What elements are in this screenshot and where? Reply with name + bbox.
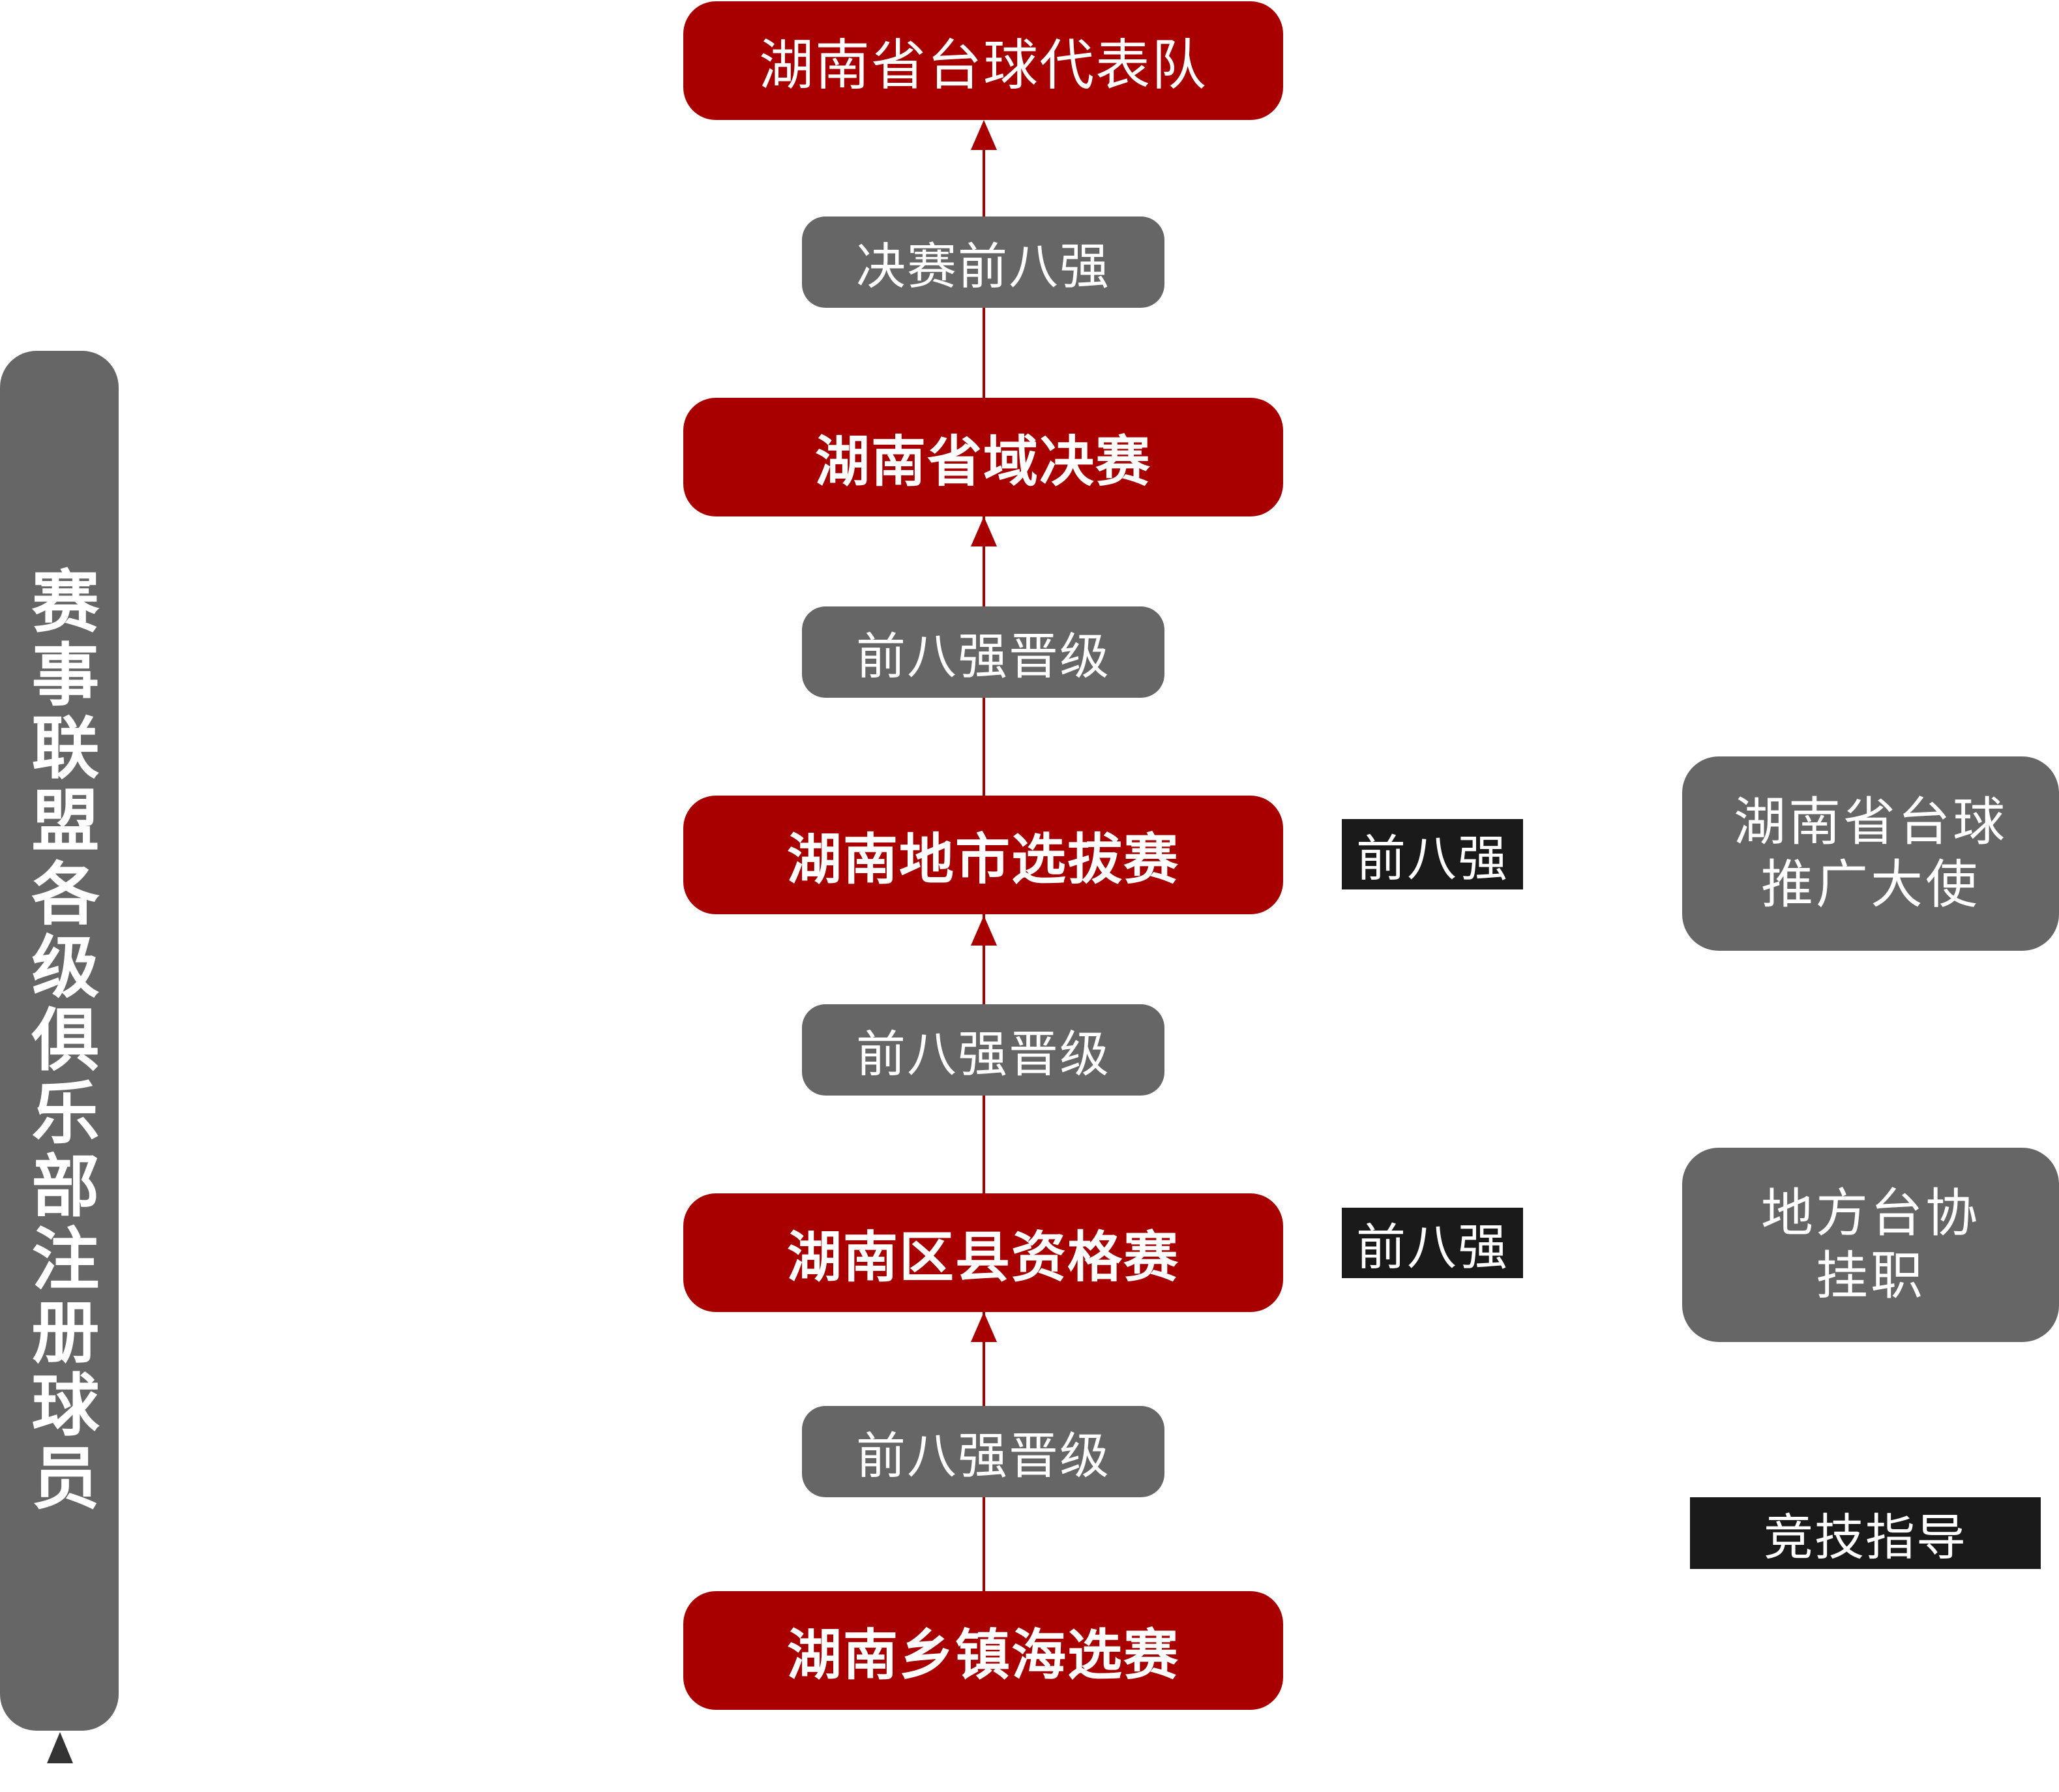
stage-label: 湖南省台球代表队 (758, 33, 1207, 97)
role-line-1: 地方台协 (1761, 1183, 1980, 1244)
role-line-1: 湖南省台球 (1734, 792, 2007, 852)
pill-top8-advance: 前八强晋级 (802, 1004, 1164, 1096)
registered-players-bar: 赛事联盟各级俱乐部注册球员 (0, 351, 119, 1731)
stage-label: 湖南地市选拔赛 (786, 827, 1179, 891)
tag-label: 前八强 (1356, 1218, 1509, 1276)
role-promotion-ambassador: 湖南省台球 推广大使 (1682, 756, 2059, 951)
role-local-association-post: 地方台协 挂职 (1682, 1148, 2059, 1342)
arrowhead-to-stage-1 (971, 120, 997, 150)
pill-top8-advance: 前八强晋级 (802, 1406, 1164, 1497)
pill-label: 前八强晋级 (856, 627, 1110, 685)
tag-competitive-guidance: 竞技指导 (1690, 1497, 2041, 1569)
stage-provincial-final: 湖南省域决赛 (683, 398, 1283, 516)
stage-provincial-team: 湖南省台球代表队 (683, 1, 1283, 120)
tag-top8-county: 前八强 (1342, 1208, 1523, 1278)
stage-county-qualifier: 湖南区县资格赛 (683, 1193, 1283, 1312)
stage-township-audition: 湖南乡镇海选赛 (683, 1591, 1283, 1710)
registered-players-label: 赛事联盟各级俱乐部注册球员 (20, 566, 99, 1516)
tag-top8-city: 前八强 (1342, 819, 1523, 889)
stage-label: 湖南省域决赛 (814, 429, 1151, 494)
stage-label: 湖南乡镇海选赛 (786, 1622, 1179, 1687)
stage-label: 湖南区县资格赛 (786, 1225, 1179, 1289)
pill-label: 前八强晋级 (856, 1025, 1110, 1083)
left-bar-arrowhead (47, 1732, 73, 1763)
tag-label: 前八强 (1356, 829, 1509, 888)
role-line-2: 挂职 (1816, 1246, 1925, 1306)
stage-city-selection: 湖南地市选拔赛 (683, 796, 1283, 914)
pill-final-top8: 决赛前八强 (802, 217, 1164, 308)
tag-label: 竞技指导 (1764, 1508, 1967, 1566)
pill-label: 前八强晋级 (856, 1427, 1110, 1485)
pill-top8-advance: 前八强晋级 (802, 606, 1164, 698)
arrowhead-to-stage-2 (971, 516, 997, 546)
arrowhead-to-stage-3 (971, 916, 997, 946)
arrowhead-to-stage-4 (971, 1312, 997, 1342)
role-line-2: 推广大使 (1761, 854, 1980, 915)
pill-label: 决赛前八强 (856, 237, 1110, 295)
